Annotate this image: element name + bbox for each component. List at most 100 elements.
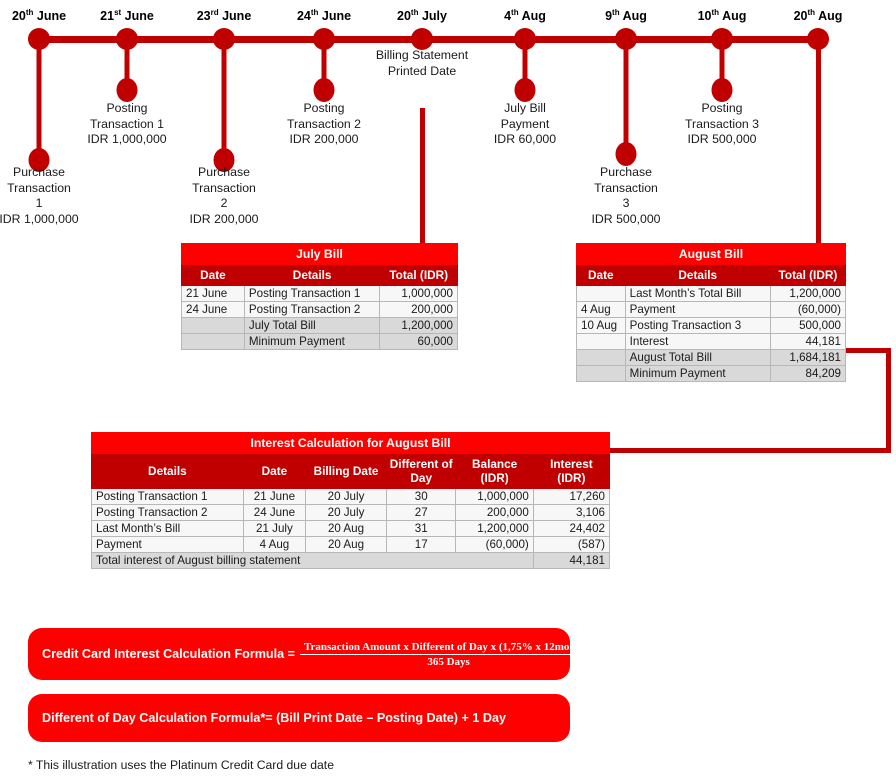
july-bill-cell-date: 24 June bbox=[181, 301, 245, 318]
timeline-caption-line: IDR 200,000 bbox=[189, 211, 259, 226]
timeline-node-6[interactable] bbox=[615, 28, 637, 50]
interest-calc-cell-balance: 200,000 bbox=[455, 504, 534, 521]
timeline-node-2[interactable] bbox=[213, 28, 235, 50]
timeline-caption-line: Printed Date bbox=[387, 63, 457, 78]
august-bill-cell-details: August Total Bill bbox=[624, 349, 771, 366]
august-bill-cell-details: Interest bbox=[624, 333, 771, 350]
timeline-event-dot-0[interactable] bbox=[28, 148, 50, 172]
timeline-caption-line: Posting bbox=[303, 101, 345, 115]
interest-calc-cell-diff-day: 31 bbox=[386, 520, 457, 537]
interest-calc-cell-details: Posting Transaction 2 bbox=[91, 504, 244, 521]
august-bill-cell-date: 10 Aug bbox=[576, 317, 626, 334]
july-bill-cell-date bbox=[181, 317, 245, 334]
interest-calc-cell-billing-date: 20 Aug bbox=[304, 520, 388, 537]
timeline-node-8[interactable] bbox=[807, 28, 829, 50]
timeline-caption-line: Posting bbox=[701, 101, 743, 115]
interest-calc-col-different-of-day: Different of Day bbox=[386, 453, 457, 489]
timeline-stem-2 bbox=[221, 43, 227, 153]
interest-calc-cell-diff-day: 27 bbox=[386, 504, 457, 521]
timeline-caption-line: IDR 1,000,000 bbox=[0, 211, 79, 226]
interest-calculation-table: Interest Calculation for August Bill Det… bbox=[91, 432, 611, 569]
footnote: * This illustration uses the Platinum Cr… bbox=[28, 758, 334, 772]
timeline-node-3[interactable] bbox=[313, 28, 335, 50]
july-bill-cell-total: 60,000 bbox=[379, 333, 458, 350]
interest-formula-fraction: Transaction Amount x Different of Day x … bbox=[299, 641, 598, 668]
timeline-event-dot-3[interactable] bbox=[313, 78, 335, 102]
different-of-day-formula-box: Different of Day Calculation Formula*= (… bbox=[28, 694, 570, 742]
timeline-caption-line: IDR 500,000 bbox=[591, 211, 661, 226]
timeline-node-4[interactable] bbox=[411, 28, 433, 50]
august-bill-cell-total: 84,209 bbox=[769, 365, 847, 382]
july-bill-col-details: Details bbox=[243, 264, 381, 286]
timeline-caption-line: 3 bbox=[622, 196, 630, 210]
interest-calc-cell-billing-date: 20 Aug bbox=[304, 536, 388, 553]
timeline-event-dot-6[interactable] bbox=[615, 142, 637, 166]
timeline-caption-line: Transaction 2 bbox=[286, 116, 362, 131]
interest-calc-header-row: Details Date Billing Date Different of D… bbox=[91, 453, 611, 489]
timeline-event-dot-7[interactable] bbox=[711, 78, 733, 102]
timeline-caption-line: IDR 1,000,000 bbox=[87, 132, 167, 146]
timeline-node-0[interactable] bbox=[28, 28, 50, 50]
august-bill-cell-date bbox=[576, 285, 626, 302]
july-bill-cell-total: 1,000,000 bbox=[379, 285, 458, 302]
timeline-caption-line: Transaction 1 bbox=[89, 116, 165, 131]
interest-calc-cell-date: 24 June bbox=[242, 504, 307, 521]
july-bill-cell-total: 200,000 bbox=[379, 301, 458, 318]
timeline-caption-line: 2 bbox=[220, 196, 228, 210]
timeline-stem-1 bbox=[124, 43, 130, 83]
august-bill-cell-date bbox=[576, 349, 626, 366]
august-bill-cell-total: (60,000) bbox=[769, 301, 847, 318]
timeline-node-5[interactable] bbox=[514, 28, 536, 50]
timeline-event-dot-2[interactable] bbox=[213, 148, 235, 172]
august-bill-cell-details: Minimum Payment bbox=[624, 365, 771, 382]
timeline-event-dot-1[interactable] bbox=[116, 78, 138, 102]
interest-calc-col-interest: Interest (IDR) bbox=[532, 453, 611, 489]
august-bill-cell-details: Posting Transaction 3 bbox=[624, 317, 771, 334]
july-bill-col-total: Total (IDR) bbox=[379, 264, 458, 286]
interest-calc-col-balance: Balance (IDR) bbox=[455, 453, 534, 489]
timeline-date-label-3: 24th June bbox=[296, 8, 352, 24]
july-bill-cell-date bbox=[181, 333, 245, 350]
july-bill-cell-details: Posting Transaction 1 bbox=[243, 285, 381, 302]
timeline-date-label-5: 4th Aug bbox=[504, 8, 546, 24]
august-bill-cell-date bbox=[576, 333, 626, 350]
timeline-caption-line: Payment bbox=[500, 116, 550, 131]
august-bill-col-details: Details bbox=[624, 264, 771, 286]
interest-calc-cell-date: 21 July bbox=[242, 520, 307, 537]
july-bill-cell-details: Minimum Payment bbox=[243, 333, 381, 350]
july-bill-header-row: Date Details Total (IDR) bbox=[181, 264, 458, 286]
interest-calc-title: Interest Calculation for August Bill bbox=[91, 432, 610, 454]
august-bill-cell-date bbox=[576, 365, 626, 382]
interest-calc-cell-details: Posting Transaction 1 bbox=[91, 488, 244, 505]
connector-interest-bracket-bottom bbox=[606, 448, 891, 453]
timeline-node-7[interactable] bbox=[711, 28, 733, 50]
interest-calc-cell-interest: (587) bbox=[532, 536, 611, 553]
interest-calc-cell-details: Last Month’s Bill bbox=[91, 520, 244, 537]
connector-interest-bracket-right bbox=[886, 348, 891, 453]
interest-calc-cell-interest: 24,402 bbox=[532, 520, 611, 537]
timeline-node-1[interactable] bbox=[116, 28, 138, 50]
august-bill-col-total: Total (IDR) bbox=[769, 264, 847, 286]
interest-calc-cell-interest: 17,260 bbox=[532, 488, 611, 505]
timeline-caption-line: Purchase bbox=[198, 165, 250, 179]
august-bill-header-row: Date Details Total (IDR) bbox=[576, 264, 847, 286]
interest-formula-label: Credit Card Interest Calculation Formula… bbox=[42, 647, 295, 661]
august-bill-cell-details: Last Month’s Total Bill bbox=[624, 285, 771, 302]
timeline-event-dot-5[interactable] bbox=[514, 78, 536, 102]
timeline-caption-line: July Bill bbox=[504, 101, 546, 115]
august-bill-cell-total: 1,200,000 bbox=[769, 285, 847, 302]
